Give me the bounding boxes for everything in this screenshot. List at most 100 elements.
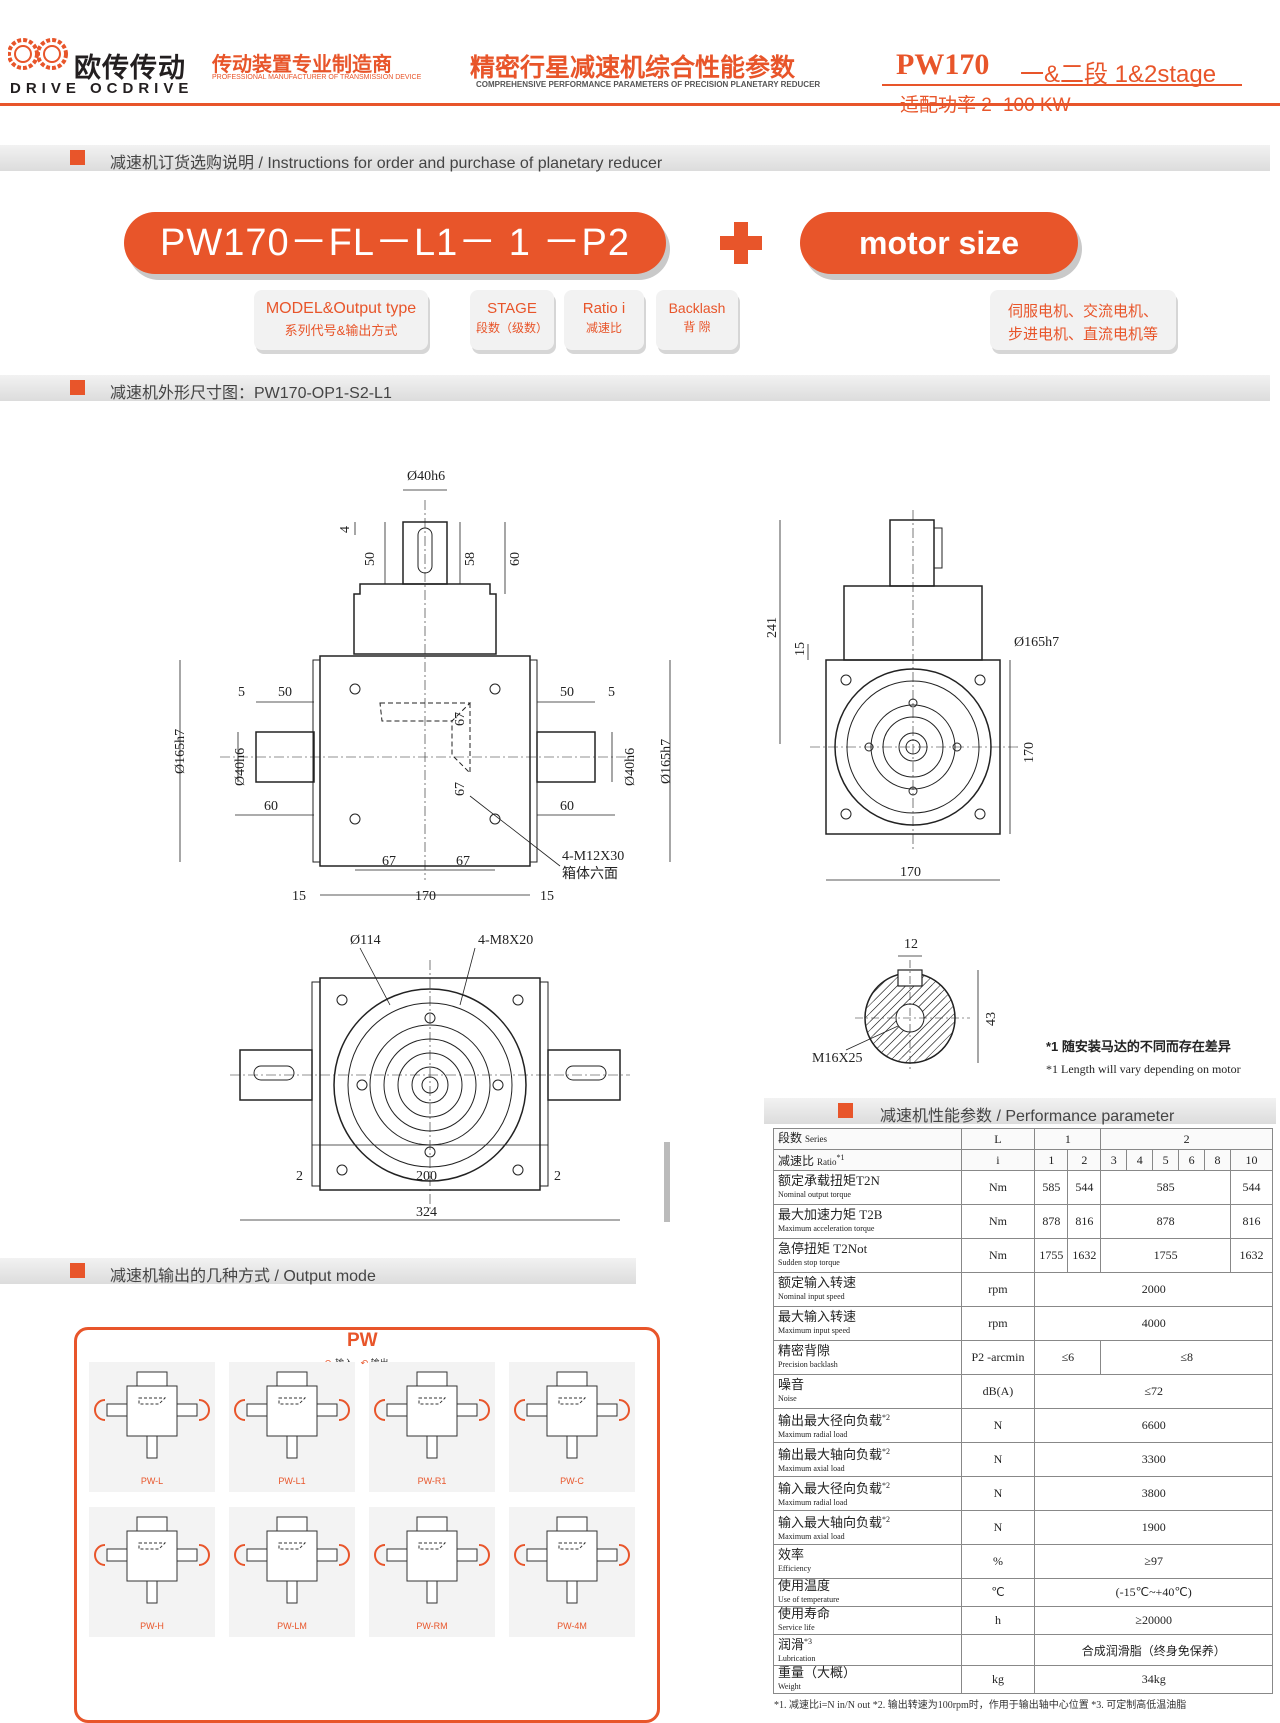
dim-left-50: 50 [278, 685, 292, 700]
note-cn: *1 随安装马达的不同而存在差异 [1046, 1039, 1231, 1054]
row-unit: N [960, 1476, 1036, 1511]
dim-114: Ø114 [350, 933, 381, 948]
page-title: 精密行星减速机综合性能参数 [470, 54, 796, 82]
dim-58: 58 [463, 552, 478, 566]
row-value: 1900 [1034, 1510, 1273, 1545]
section-square-icon [838, 1103, 853, 1118]
ratio-header: 减速比 Ratio*1 [773, 1149, 962, 1171]
dim-left-shaft: Ø40h6 [233, 748, 248, 786]
row-mark: *3 [804, 1637, 813, 1646]
tag-model: MODEL&Output type 系列代号&输出方式 [254, 290, 428, 350]
dim-left-5: 5 [238, 685, 245, 700]
section-title: 减速机订货选购说明 / Instructions for order and p… [110, 155, 663, 172]
table-footnote: *1. 减速比i=N in/N out *2. 输出转速为100rpm时，作用于… [774, 1700, 1187, 1711]
row-value: 1755 [1034, 1238, 1069, 1273]
section-square-icon [70, 150, 85, 165]
dim-60-top: 60 [508, 552, 523, 566]
ratio-cell: 6 [1178, 1149, 1206, 1171]
row-name-cn: 额定输入转速 [778, 1275, 857, 1290]
dim-right-dia: Ø165h7 [659, 739, 674, 784]
section-output: 减速机输出的几种方式 / Output mode [0, 1258, 636, 1285]
row-value: 585 [1034, 1170, 1069, 1205]
ratio-cell: 2 [1067, 1149, 1102, 1171]
section-square-icon [70, 1263, 85, 1278]
row-unit: rpm [960, 1272, 1036, 1307]
series-en: Series [805, 1134, 828, 1144]
output-mode-tile: PW-R1 [369, 1362, 495, 1492]
dim-15-left: 15 [292, 889, 306, 904]
note-en: *1 Length will vary depending on motor [1046, 1062, 1241, 1076]
output-mode-label: PW-C [560, 1476, 584, 1486]
dim-2-left: 2 [296, 1169, 303, 1184]
row-unit: % [960, 1544, 1036, 1579]
row-value: 585 [1100, 1170, 1232, 1205]
reducer-diagram-icon [234, 1516, 350, 1604]
row-name-cn: 输出最大径向负载 [778, 1412, 883, 1428]
row-value: 878 [1034, 1204, 1069, 1239]
output-mode-title: PW [347, 1330, 378, 1351]
output-mode-tile: PW-L1 [229, 1362, 355, 1492]
reducer-diagram-icon [234, 1371, 350, 1459]
model-code: PW170－FL－L1－ 1 －P2 [160, 222, 630, 264]
tag-model-en: MODEL&Output type [265, 300, 417, 317]
ratio-cn: 减速比 [778, 1154, 815, 1168]
shaft-section-drawing: 12 43 M16X25 [812, 937, 999, 1070]
output-mode-label: PW-H [140, 1621, 164, 1631]
row-name-en: Maximum acceleration torque [778, 1224, 875, 1233]
row-name-en: Nominal input speed [778, 1292, 845, 1301]
row-name-cn: 输出最大轴向负载 [778, 1446, 883, 1462]
row-name-en: Maximum axial load [778, 1463, 845, 1473]
tag-ratio: Ratio i 减速比 [564, 290, 644, 350]
row-name-cn: 使用温度 [778, 1578, 831, 1593]
row-value: 1755 [1100, 1238, 1232, 1273]
row-unit: Nm [960, 1238, 1036, 1273]
stage-label: 一&二段 1&2stage [1020, 61, 1217, 88]
dim-shaft-dia: Ø40h6 [407, 469, 445, 484]
dim-170: 170 [415, 889, 436, 904]
dim-key-height: 43 [984, 1012, 999, 1026]
row-unit: P2 -arcmin [960, 1340, 1036, 1375]
output-mode-tile: PW-4M [509, 1507, 635, 1637]
row-value: 2000 [1034, 1272, 1273, 1307]
row-unit [960, 1634, 1036, 1666]
dim-hole-note: 箱体六面 [562, 866, 618, 882]
reducer-diagram-icon [514, 1516, 630, 1604]
row-name-cn: 精密背隙 [778, 1343, 831, 1358]
row-name-en: Maximum input speed [778, 1326, 850, 1335]
section-title: 减速机输出的几种方式 / Output mode [110, 1268, 376, 1285]
tag-ratio-en: Ratio i [582, 300, 626, 317]
reducer-diagram-icon [94, 1371, 210, 1459]
output-mode-label: PW-R1 [417, 1476, 447, 1486]
row-name-cn: 效率 [778, 1547, 805, 1562]
dim-key: 4 [338, 526, 353, 533]
output-mode-tile: PW-C [509, 1362, 635, 1492]
ratio-unit: i [960, 1149, 1036, 1171]
dim-bottom-67a: 67 [382, 854, 396, 869]
row-value: 816 [1067, 1204, 1102, 1239]
tag-motor-line2: 步进电机、直流电机等 [1007, 326, 1158, 343]
output-mode-panel: PW ↷ 输入 ↶ 输出 PW-LPW-L1PW-R1PW-CPW-HPW-LM… [74, 1327, 660, 1723]
row-name-cn: 重量（大概） [778, 1665, 857, 1680]
row-name-en: Efficiency [778, 1564, 812, 1573]
scroll-marker [664, 1142, 670, 1222]
ratio-cell: 3 [1100, 1149, 1128, 1171]
row-value: 3300 [1034, 1442, 1273, 1477]
row-name-en: Precision backlash [778, 1360, 838, 1369]
rotate-output-icon: ↶ [360, 1358, 369, 1368]
ratio-cell: 1 [1034, 1149, 1069, 1171]
section-order: 减速机订货选购说明 / Instructions for order and p… [0, 145, 1270, 172]
dim-50: 50 [363, 552, 378, 566]
header-underline [882, 84, 1242, 86]
row-name-cn: 额定承载扭矩T2N [778, 1173, 880, 1188]
row-mark: *2 [882, 1514, 891, 1524]
row-name-cn: 最大加速力矩 T2B [778, 1207, 883, 1222]
dim-170-horiz: 170 [900, 865, 921, 880]
ratio-cell: 4 [1126, 1149, 1154, 1171]
